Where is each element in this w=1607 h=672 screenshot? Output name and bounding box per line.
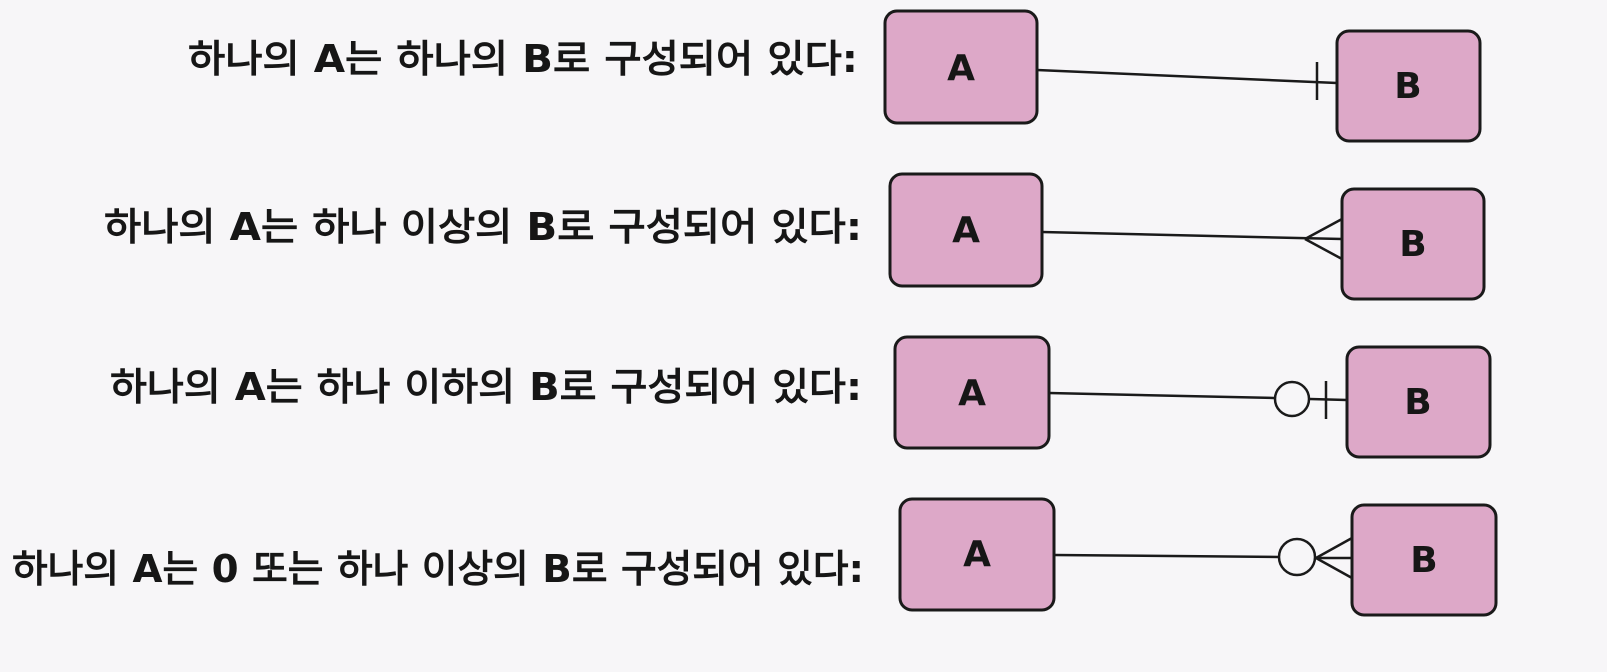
crow-foot-mark	[1304, 217, 1343, 261]
relationship-row-one-or-more: 하나의 A는 하나 이상의 B로 구성되어 있다: A B	[104, 172, 1486, 301]
relationship-line	[1041, 230, 1343, 241]
entity-b-label: B	[1394, 66, 1421, 107]
relationship-line	[1048, 391, 1275, 400]
row-label: 하나의 A는 하나 이하의 B로 구성되어 있다:	[110, 365, 862, 409]
entity-b-label: B	[1399, 224, 1426, 265]
zero-circle-mark	[1277, 537, 1317, 577]
entity-a-label: A	[963, 534, 991, 575]
entity-b-box: B	[1335, 29, 1482, 143]
entity-a-box: A	[883, 9, 1039, 125]
row-label: 하나의 A는 0 또는 하나 이상의 B로 구성되어 있다:	[12, 547, 864, 591]
entity-a-box: A	[893, 335, 1051, 450]
entity-a-label: A	[947, 48, 975, 89]
entity-b-box: B	[1340, 187, 1486, 301]
relationship-row-one: 하나의 A는 하나의 B로 구성되어 있다: A B	[188, 9, 1482, 143]
zero-circle-mark	[1273, 380, 1311, 418]
entity-a-label: A	[952, 210, 980, 251]
relationship-row-zero-or-more: 하나의 A는 0 또는 하나 이상의 B로 구성되어 있다: A B	[12, 497, 1498, 617]
entity-b-box: B	[1345, 345, 1492, 459]
entity-a-label: A	[958, 373, 986, 414]
entity-a-box: A	[898, 497, 1056, 612]
relationship-line	[1036, 68, 1338, 85]
relationship-line-end	[1309, 397, 1348, 402]
relationship-row-zero-or-one: 하나의 A는 하나 이하의 B로 구성되어 있다: A B	[110, 335, 1492, 459]
relationship-line	[1053, 553, 1280, 559]
row-label: 하나의 A는 하나 이상의 B로 구성되어 있다:	[104, 205, 862, 249]
entity-b-label: B	[1410, 540, 1437, 581]
entity-a-box: A	[888, 172, 1044, 288]
row-label: 하나의 A는 하나의 B로 구성되어 있다:	[188, 37, 858, 81]
entity-b-box: B	[1350, 503, 1498, 617]
entity-b-label: B	[1404, 382, 1431, 423]
crow-foot-mark	[1315, 536, 1353, 580]
